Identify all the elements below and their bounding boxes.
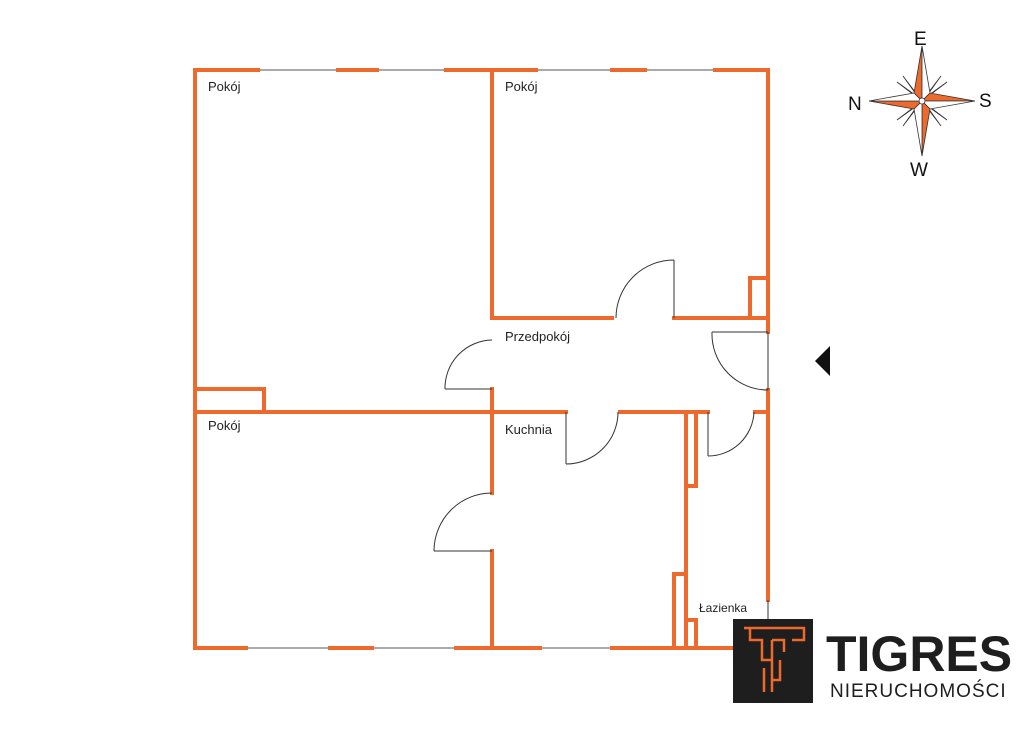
compass-label-right: S xyxy=(979,91,992,112)
door-kitchen xyxy=(565,411,619,465)
door-bathroom xyxy=(707,411,755,457)
compass-rose-icon xyxy=(868,45,976,157)
compass-label-top: E xyxy=(914,29,927,50)
door-room2 xyxy=(615,259,675,319)
door-entrance xyxy=(711,331,769,391)
door-room1 xyxy=(444,339,493,390)
entrance-arrow-icon xyxy=(815,346,830,376)
room-label-pokoj-1: Pokój xyxy=(208,79,241,94)
room-label-przedpokoj: Przedpokój xyxy=(505,329,570,344)
logo-mark-icon xyxy=(744,626,806,692)
compass-label-bottom: W xyxy=(910,160,928,181)
door-room3 xyxy=(433,492,493,552)
room-label-pokoj-3: Pokój xyxy=(208,418,241,433)
window-lines xyxy=(195,69,768,649)
logo-subtitle: NIERUCHOMOŚCI xyxy=(830,680,1007,702)
room-label-lazienka: Łazienka xyxy=(699,601,747,615)
compass-label-left: N xyxy=(848,94,862,115)
room-label-pokoj-2: Pokój xyxy=(505,79,538,94)
tigres-logo: TIGRES NIERUCHOMOŚCI xyxy=(733,619,1012,703)
room-label-kuchnia: Kuchnia xyxy=(505,422,553,437)
walls xyxy=(193,68,770,650)
logo-name: TIGRES xyxy=(826,626,1012,682)
